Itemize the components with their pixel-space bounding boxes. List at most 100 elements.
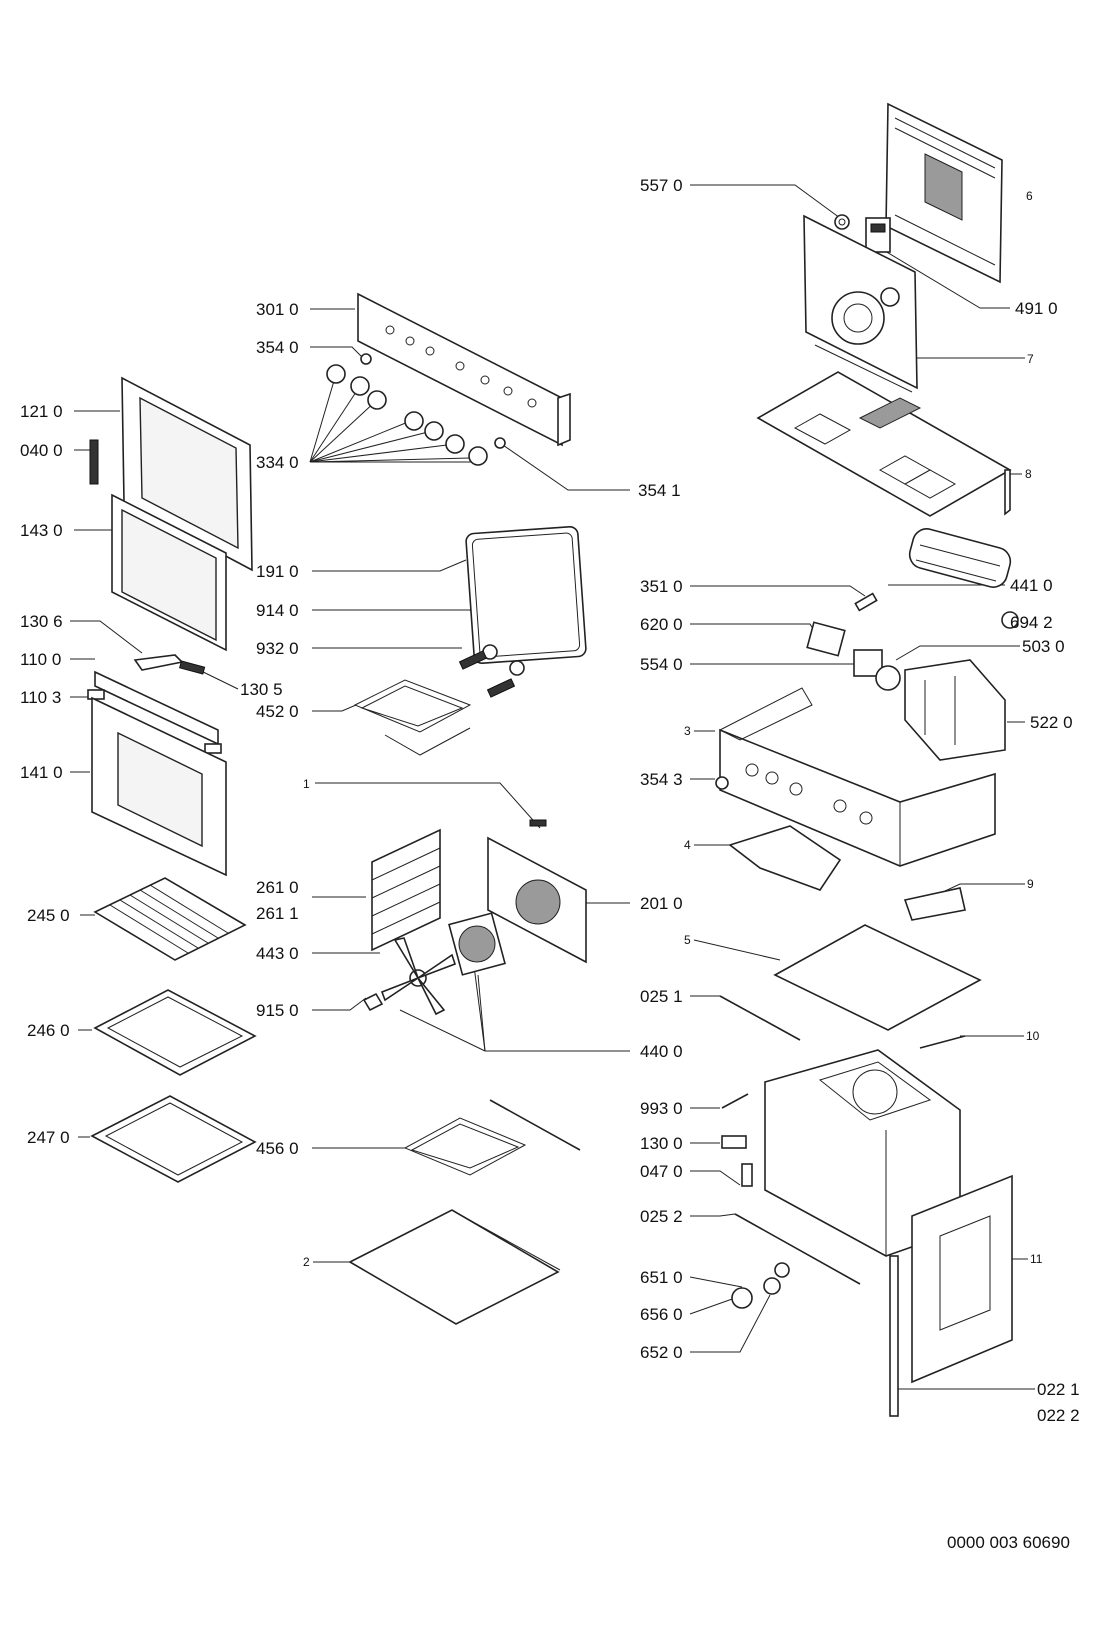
label-651-0: 651 0 — [640, 1268, 683, 1287]
timer-554 — [853, 649, 901, 691]
label-915-0: 915 0 — [256, 1001, 299, 1020]
tangential-fan-441 — [908, 528, 1012, 588]
label-1: 1 — [303, 777, 310, 791]
label-354-0: 354 0 — [256, 338, 299, 357]
label-441-0: 441 0 — [1010, 576, 1053, 595]
label-9: 9 — [1027, 877, 1034, 891]
label-7: 7 — [1027, 352, 1034, 366]
label-456-0: 456 0 — [256, 1139, 299, 1158]
front-frame-part-11 — [911, 1174, 1013, 1384]
label-334-0: 334 0 — [256, 453, 299, 472]
label-503-0: 503 0 — [1022, 637, 1065, 656]
hinge-spring-130-5 — [179, 660, 206, 675]
label-4: 4 — [684, 838, 691, 852]
door-gasket-191 — [465, 525, 587, 665]
label-10: 10 — [1026, 1029, 1040, 1043]
label-022-2: 022 2 — [1037, 1406, 1080, 1425]
label-554-0: 554 0 — [640, 655, 683, 674]
label-354-1: 354 1 — [638, 481, 681, 500]
bracket-part-9 — [903, 887, 966, 921]
label-245-0: 245 0 — [27, 906, 70, 925]
label-491-0: 491 0 — [1015, 299, 1058, 318]
fan-cover-201 — [487, 836, 587, 964]
rail-025-1 — [719, 995, 801, 1041]
label-121-0: 121 0 — [20, 402, 63, 421]
switch-351 — [854, 592, 878, 612]
bottom-plate-part-2 — [348, 1209, 561, 1325]
label-993-0: 993 0 — [640, 1099, 683, 1118]
grill-element-452 — [353, 679, 472, 756]
lamp-354-3 — [715, 776, 729, 790]
bracket-130-0 — [721, 1135, 747, 1149]
label-914-0: 914 0 — [256, 601, 299, 620]
label-130-0: 130 0 — [640, 1134, 683, 1153]
label-440-0: 440 0 — [640, 1042, 683, 1061]
label-3: 3 — [684, 724, 691, 738]
rear-cover-part-6 — [885, 102, 1003, 284]
knob-assembly-651 — [731, 1262, 790, 1309]
label-656-0: 656 0 — [640, 1305, 683, 1324]
control-housing-part-3 — [718, 687, 996, 867]
label-110-3: 110 3 — [20, 688, 61, 707]
hinge-bracket-130-6 — [133, 654, 184, 671]
label-2: 2 — [303, 1255, 310, 1269]
label-040-0: 040 0 — [20, 441, 63, 460]
label-130-6: 130 6 — [20, 612, 63, 631]
wire-rack-245 — [93, 877, 247, 961]
label-261-0: 261 0 — [256, 878, 299, 897]
top-cover-part-8 — [756, 371, 1012, 517]
side-rails-261 — [371, 828, 441, 952]
label-694-2: 694 2 — [1010, 613, 1053, 632]
label-261-1: 261 1 — [256, 904, 299, 923]
document-number: 0000 003 60690 — [947, 1533, 1070, 1552]
label-141-0: 141 0 — [20, 763, 63, 782]
fan-nut-915 — [362, 992, 384, 1012]
label-6: 6 — [1026, 189, 1033, 203]
terminal-block-491 — [865, 217, 891, 253]
label-022-1: 022 1 — [1037, 1380, 1080, 1399]
label-110-0: 110 0 — [20, 650, 61, 669]
label-191-0: 191 0 — [256, 562, 299, 581]
label-443-0: 443 0 — [256, 944, 299, 963]
latch-047 — [741, 1163, 753, 1187]
rear-panel-part-7 — [803, 214, 918, 393]
label-652-0: 652 0 — [640, 1343, 683, 1362]
switch-block-522 — [904, 659, 1006, 761]
baking-tray-246 — [93, 989, 257, 1076]
side-strip-022 — [889, 1255, 899, 1417]
label-620-0: 620 0 — [640, 615, 683, 634]
label-351-0: 351 0 — [640, 577, 683, 596]
label-025-2: 025 2 — [640, 1207, 683, 1226]
label-047-0: 047 0 — [640, 1162, 683, 1181]
label-557-0: 557 0 — [640, 176, 683, 195]
rail-025-2 — [734, 1213, 861, 1285]
baking-tray-247 — [90, 1095, 257, 1183]
control-panel-part-301 — [357, 292, 571, 447]
bottom-element-456 — [403, 1099, 581, 1176]
strip-part-10 — [919, 1035, 966, 1049]
fan-blade-443 — [380, 937, 457, 1016]
switch-620 — [806, 621, 846, 657]
part-labels: 557 0 6 491 0 7 8 301 0 354 0 334 0 354 … — [20, 176, 1080, 1552]
connector-694 — [1001, 611, 1019, 629]
inner-door-frame-121 — [121, 376, 253, 572]
label-8: 8 — [1025, 467, 1032, 481]
label-143-0: 143 0 — [20, 521, 63, 540]
springs-932 — [458, 650, 516, 698]
label-452-0: 452 0 — [256, 702, 299, 721]
screw-993 — [721, 1093, 749, 1109]
trim-end-110-3 — [87, 689, 222, 754]
label-247-0: 247 0 — [27, 1128, 70, 1147]
outer-door-141 — [91, 696, 227, 877]
label-130-5: 130 5 — [240, 680, 283, 699]
label-932-0: 932 0 — [256, 639, 299, 658]
thermostat-557 — [834, 214, 850, 230]
label-201-0: 201 0 — [640, 894, 683, 913]
label-354-3: 354 3 — [640, 770, 683, 789]
label-301-0: 301 0 — [256, 300, 299, 319]
label-522-0: 522 0 — [1030, 713, 1073, 732]
label-5: 5 — [684, 933, 691, 947]
inner-glass-143 — [111, 493, 227, 652]
bracket-part-4 — [728, 825, 842, 891]
